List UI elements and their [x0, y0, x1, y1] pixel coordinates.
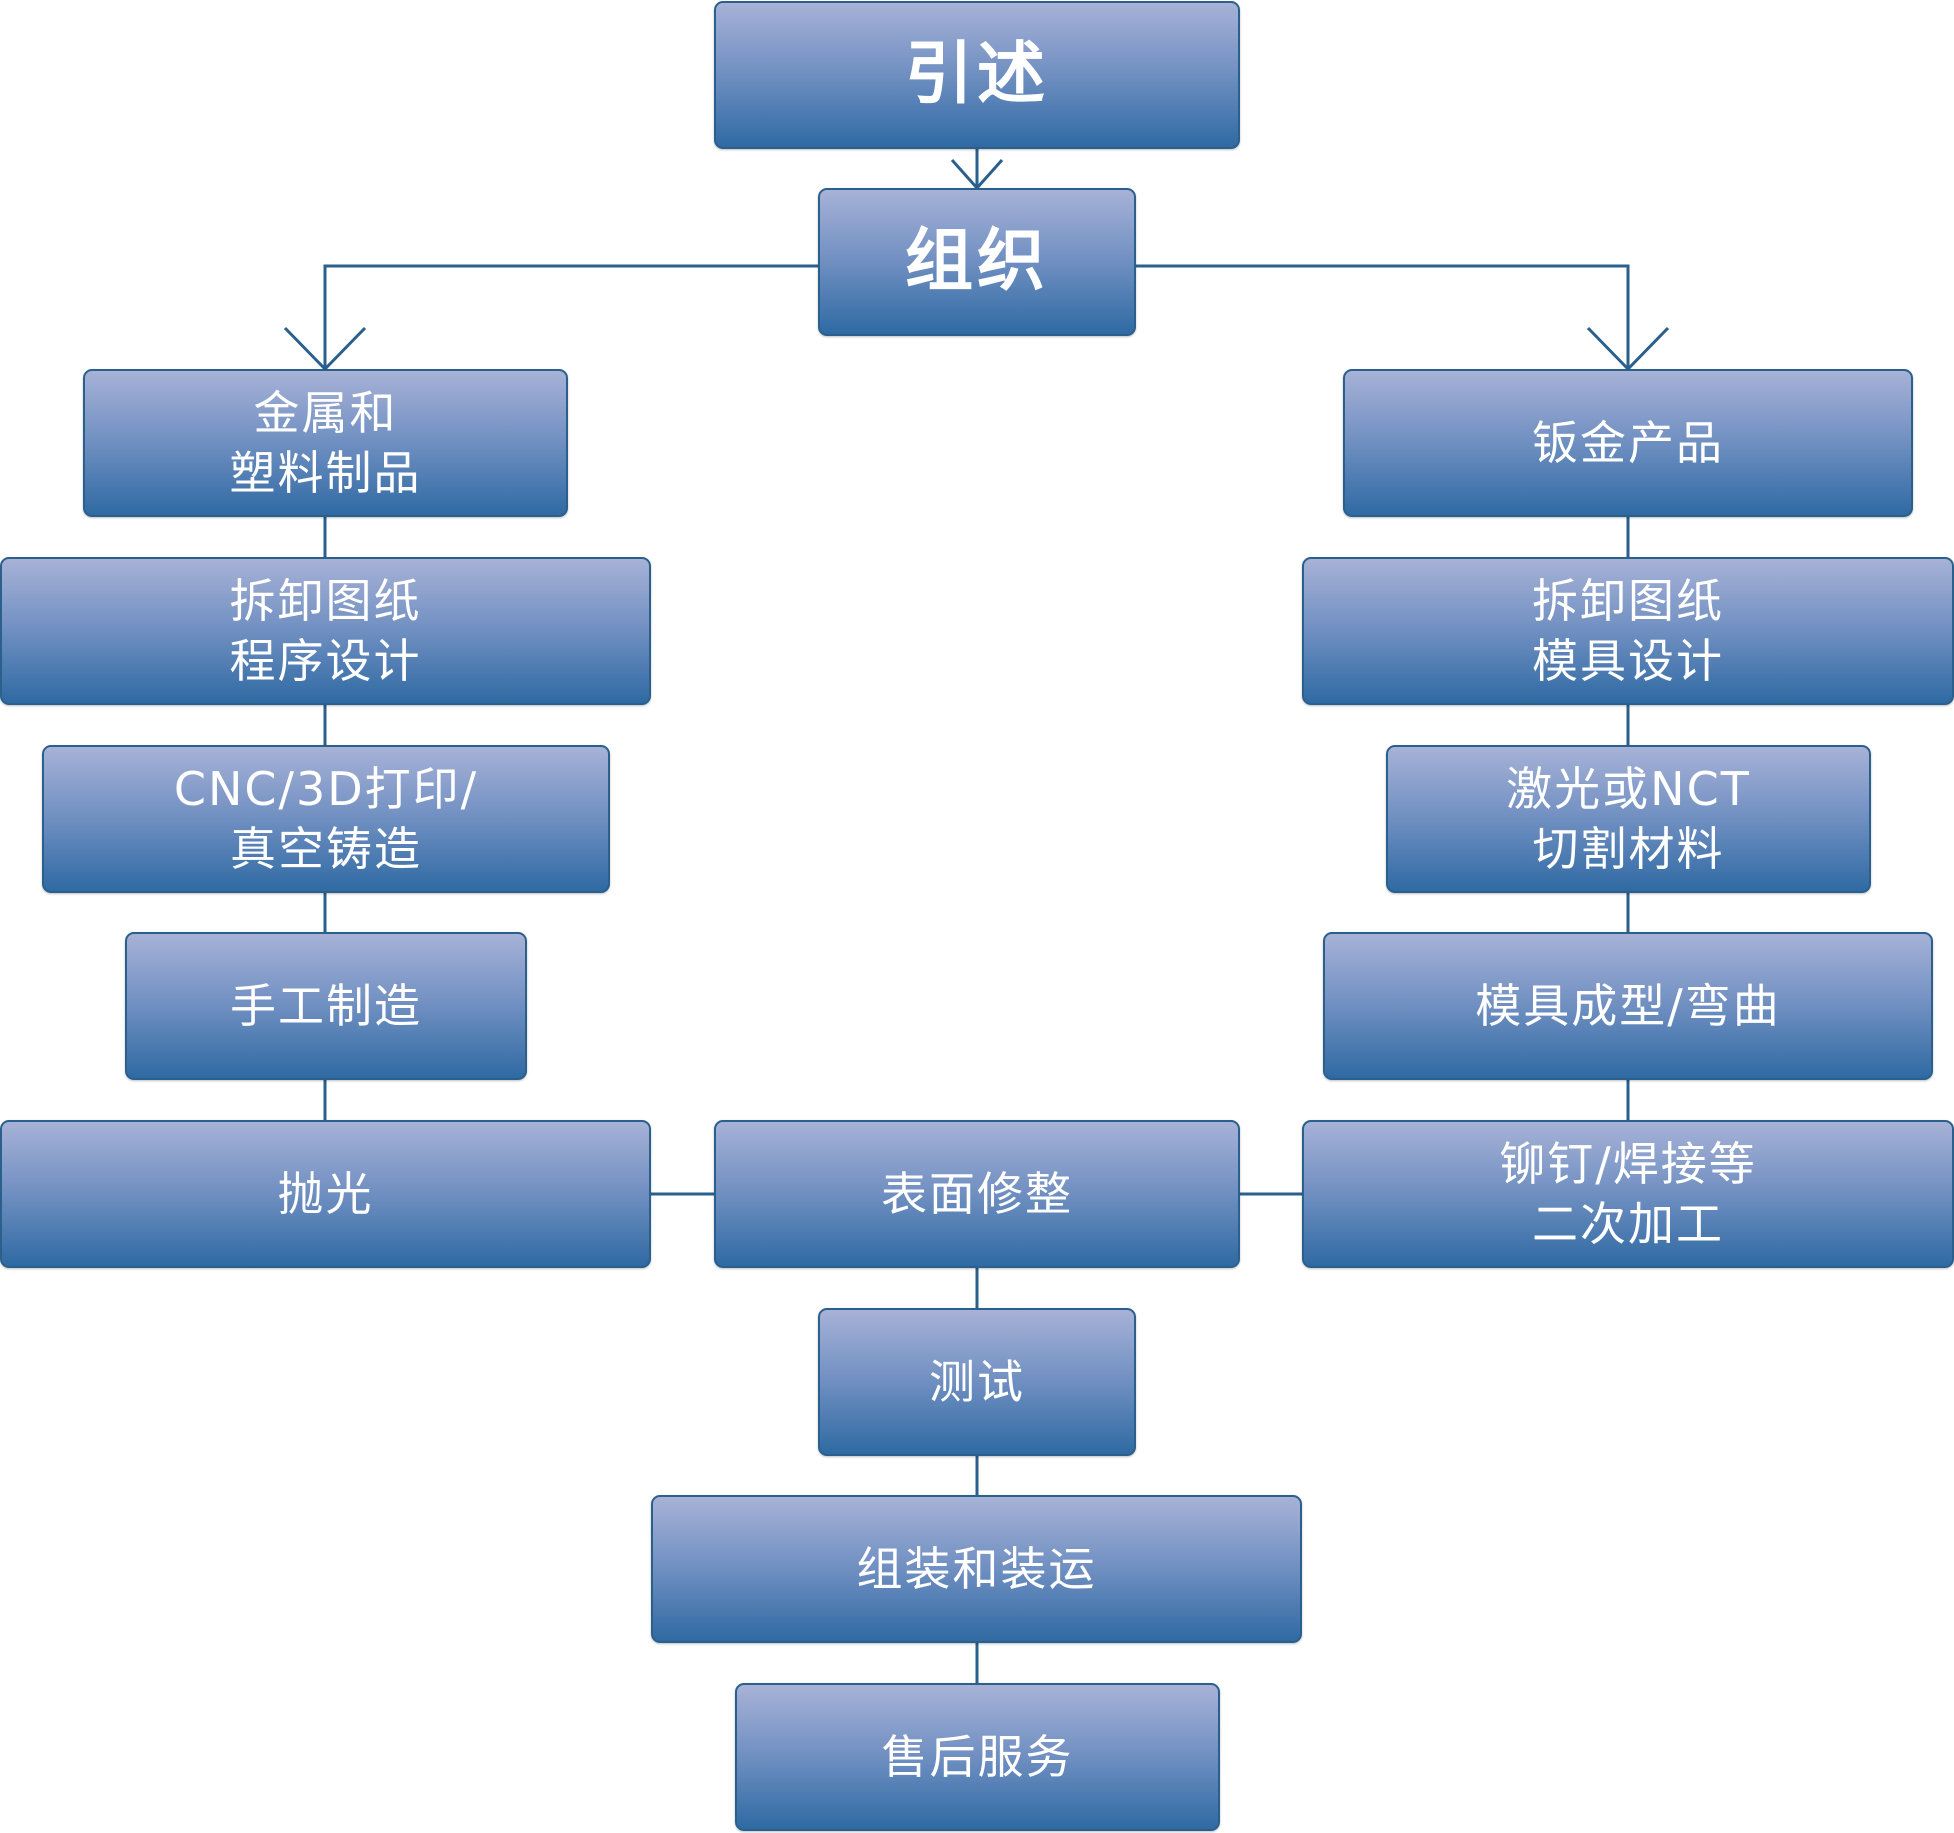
- node-handmade-label: 手工制造: [230, 979, 422, 1033]
- node-right-drawing-line1: 拆卸图纸: [1532, 574, 1724, 628]
- node-right-drawing-line2: 模具设计: [1532, 634, 1724, 688]
- node-rivet: 铆钉/焊接等 二次加工: [1302, 1120, 1954, 1268]
- node-metal-plastic-line1: 金属和: [253, 386, 398, 440]
- node-after-sales-label: 售后服务: [881, 1730, 1074, 1784]
- node-left-drawing-line2: 程序设计: [229, 634, 422, 688]
- node-surface: 表面修整: [714, 1120, 1240, 1268]
- node-after-sales: 售后服务: [735, 1683, 1220, 1831]
- node-cnc: CNC/3D打印/ 真空铸造: [42, 745, 610, 893]
- node-test-label: 测试: [929, 1355, 1025, 1409]
- node-intro-label: 引述: [904, 35, 1049, 114]
- node-organize-label: 组织: [904, 222, 1049, 301]
- node-metal-plastic: 金属和 塑料制品: [83, 369, 568, 517]
- node-laser-line2: 切割材料: [1532, 822, 1725, 876]
- node-sheet-metal: 钣金产品: [1343, 369, 1913, 517]
- node-assembly-label: 组装和装运: [856, 1542, 1097, 1596]
- node-laser: 激光或NCT 切割材料: [1386, 745, 1871, 893]
- node-test: 测试: [818, 1308, 1136, 1456]
- node-sheet-metal-label: 钣金产品: [1532, 416, 1724, 470]
- node-rivet-line2: 二次加工: [1532, 1197, 1724, 1251]
- node-surface-label: 表面修整: [881, 1167, 1073, 1221]
- node-assembly: 组装和装运: [651, 1495, 1302, 1643]
- connector-organize-left: [323, 264, 818, 369]
- node-left-drawing-line1: 拆卸图纸: [229, 574, 422, 628]
- node-intro: 引述: [714, 1, 1240, 149]
- node-cnc-line1: CNC/3D打印/: [173, 762, 479, 816]
- node-left-drawing: 拆卸图纸 程序设计: [0, 557, 651, 705]
- node-right-drawing: 拆卸图纸 模具设计: [1302, 557, 1954, 705]
- connector-organize-right: [1136, 264, 1630, 369]
- node-metal-plastic-line2: 塑料制品: [229, 446, 422, 500]
- node-polish: 抛光: [0, 1120, 651, 1268]
- node-forming: 模具成型/弯曲: [1323, 932, 1933, 1080]
- node-laser-line1: 激光或NCT: [1506, 762, 1751, 816]
- node-rivet-line1: 铆钉/焊接等: [1499, 1137, 1757, 1191]
- node-handmade: 手工制造: [125, 932, 527, 1080]
- node-organize: 组织: [818, 188, 1136, 336]
- node-forming-label: 模具成型/弯曲: [1475, 979, 1781, 1033]
- node-polish-label: 抛光: [277, 1167, 374, 1221]
- node-cnc-line2: 真空铸造: [230, 822, 422, 876]
